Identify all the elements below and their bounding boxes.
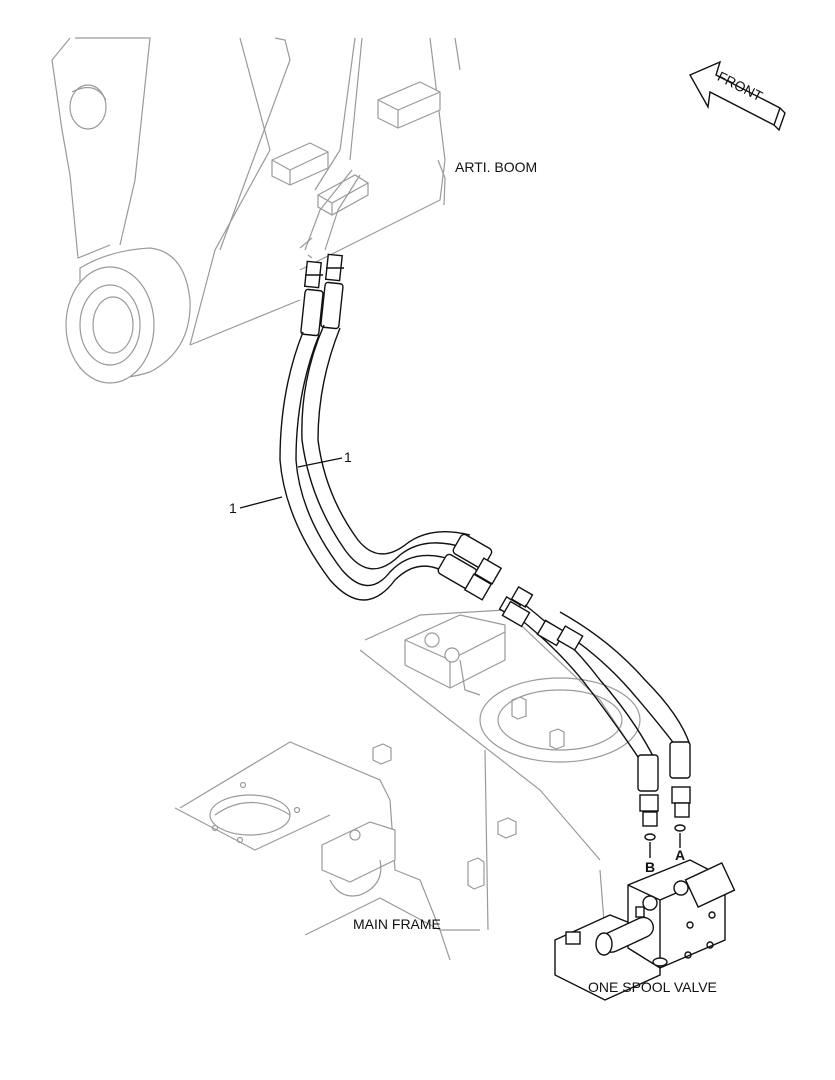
port-b-label: B (645, 859, 655, 875)
callout-number-lower: 1 (229, 500, 237, 516)
main-frame-structure (174, 609, 651, 961)
arti-boom-structure (51, 37, 461, 384)
callout-leader-hose-lower (239, 496, 283, 509)
frame-end-fittings (437, 533, 534, 619)
front-direction-arrow: FRONT (689, 60, 786, 132)
callout-number-upper: 1 (344, 449, 352, 465)
one-spool-valve-label: ONE SPOOL VALVE (588, 979, 717, 995)
boom-end-fittings (300, 253, 344, 337)
arti-boom-label: ARTI. BOOM (455, 159, 537, 175)
callout-leader-hose-upper (297, 457, 343, 468)
port-a-label: A (675, 847, 685, 863)
main-frame-label: MAIN FRAME (353, 916, 441, 932)
one-spool-valve-body (554, 859, 736, 1001)
hose-assembly (279, 253, 691, 858)
